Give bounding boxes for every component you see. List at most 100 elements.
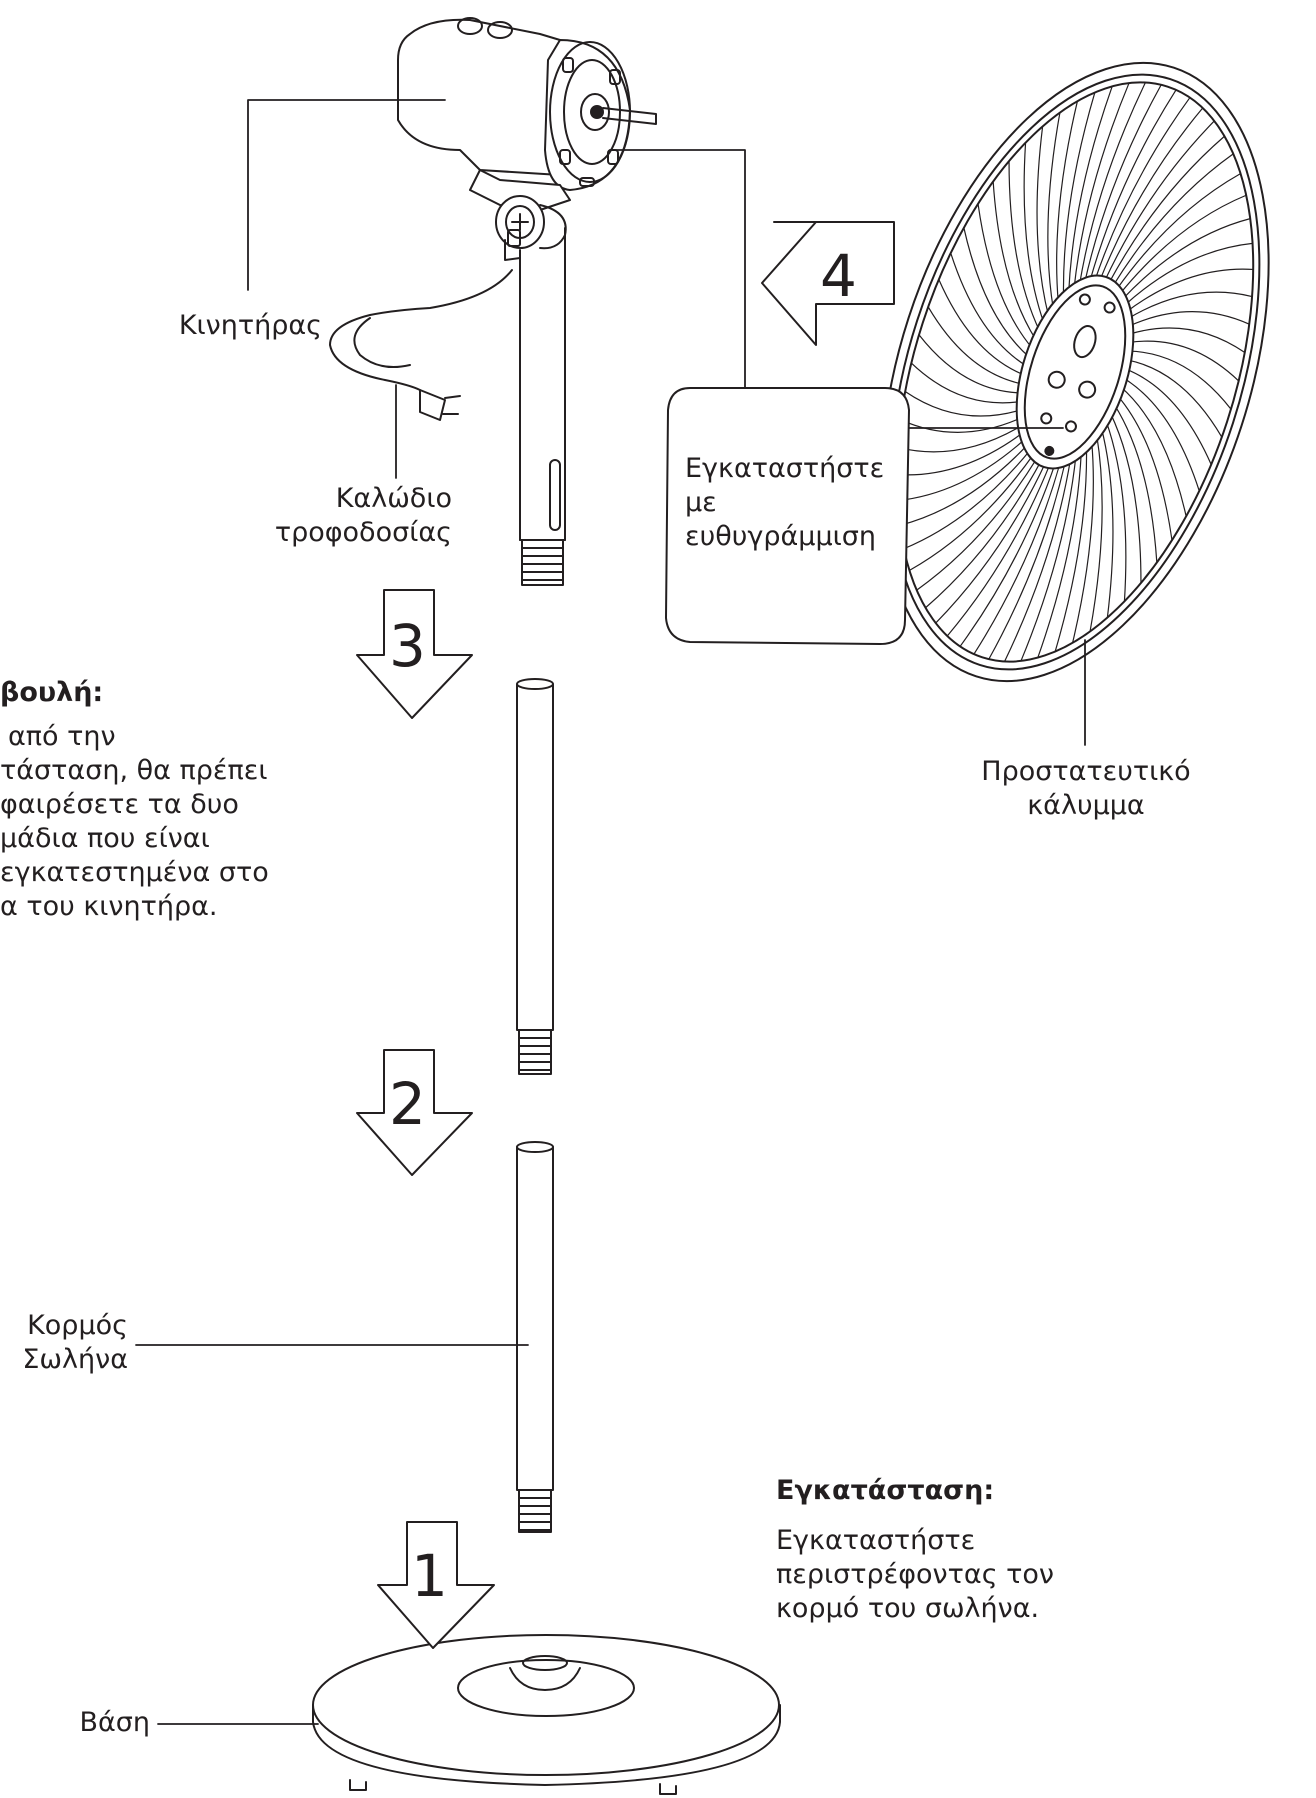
align-callout-box [665,387,910,645]
guard-spoke [1126,268,1254,313]
protective-cover-line-1: Προστατευτικό [981,756,1191,787]
guard-spoke [1008,160,1041,333]
guard-spoke [903,449,1031,550]
guard-spoke [1023,141,1045,325]
guard-spoke [916,457,1038,591]
step-3-number: 3 [389,612,426,680]
guard-spoke [1121,218,1251,300]
guard-spoke [959,462,1056,648]
guard-spoke [897,424,1023,453]
power-cable-line-2: τροφοδοσίας [274,517,452,548]
guard-spoke [927,306,1024,385]
motor-head [397,17,657,250]
install-align-label: Εγκαταστήστε με ευθυγράμμιση [685,452,884,554]
lower-tube [516,1141,554,1533]
guard-spoke [1119,194,1247,295]
trunk-tube-label: Κορμός Σωλήνα [0,1309,128,1377]
guard-spoke [1037,450,1082,659]
guard-spoke [1113,403,1158,564]
installation-line-3: κορμό του σωλήνα. [776,1593,1040,1624]
guard-spoke [1084,84,1162,284]
fan-guard [880,61,1270,683]
trunk-tube-line-2: Σωλήνα [22,1344,128,1375]
guard-spoke [1054,445,1088,653]
guard-spoke [924,459,1042,609]
install-align-line-3: ευθυγράμμιση [685,521,876,552]
guard-spoke [977,203,1034,349]
step-arrow-1 [377,1521,495,1649]
step-4-number: 4 [820,242,857,310]
guard-spoke [1094,96,1191,282]
tip-line-3: φαιρέσετε τα δυο [0,789,239,820]
guard-spoke [1122,377,1200,492]
guard-spoke [908,453,1035,571]
guard-spoke [900,417,1022,433]
guard-spoke [1103,120,1215,283]
guard-spoke [910,362,1022,404]
guard-spoke [946,462,1051,637]
step-2-number: 2 [389,1070,426,1138]
guard-spoke [1089,89,1177,282]
guard-spoke [1068,85,1113,294]
guard-spoke [1036,125,1050,317]
guard-spoke [950,252,1028,367]
tip-line-5: εγκατεστημένα στο [0,857,269,888]
guard-spoke [1128,340,1240,382]
guard-spoke [1124,368,1212,466]
guard-spoke [1115,173,1242,291]
install-align-line-2: με [685,487,717,518]
tip-line-1: από την [8,721,116,752]
guard-spoke [899,444,1029,526]
guard-spoke [1108,135,1226,285]
align-leader [609,149,746,389]
guard-spoke [1128,311,1250,327]
guard-spoke [904,390,1022,417]
base-plate [312,1634,781,1795]
guard-spoke [1120,386,1187,517]
guard-spoke [1047,111,1061,311]
guard-spoke [1099,107,1204,282]
guard-spoke [1071,440,1094,644]
power-cord [329,269,513,421]
guard-spoke [1089,433,1103,633]
guard-spoke [1062,91,1096,299]
guard-spokes [896,81,1254,663]
installation-heading: Εγκατάσταση: [776,1475,995,1506]
guard-spoke [1116,395,1173,541]
guard-spoke [1056,100,1079,304]
step-arrow-3 [356,589,473,719]
installation-line-2: περιστρέφοντας τον [776,1559,1054,1590]
power-cable-line-1: Καλώδιο [335,483,452,514]
step-1-number: 1 [411,1542,448,1610]
protective-cover-label: Προστατευτικό κάλυμμα [955,755,1217,823]
trunk-tube-line-1: Κορμός [27,1310,128,1341]
guard-spoke [896,438,1026,502]
guard-spoke [1128,327,1246,354]
step-arrow-2 [356,1049,473,1176]
guard-spoke [938,278,1026,376]
tip-heading: βουλή: [0,677,104,708]
guard-spoke [896,431,1024,476]
guard-spoke [1126,359,1223,438]
guard-spoke [1073,82,1130,290]
guard-spoke [1127,291,1253,320]
guard-spoke [1112,153,1234,287]
motor-leader [247,99,446,291]
guard-spoke [918,334,1023,394]
guard-spoke [1078,81,1146,286]
step-arrow-4 [761,221,895,346]
tip-line-2: τάσταση, θα πρέπει [0,755,268,786]
guard-spoke [1100,427,1114,619]
installation-block: Εγκατάσταση: Εγκαταστήστε περιστρέφοντας… [776,1474,1054,1626]
installation-line-1: Εγκαταστήστε [776,1525,976,1556]
guard-spoke [988,460,1066,660]
guard-spoke [1105,419,1127,603]
guard-spoke [1127,350,1232,410]
tip-line-6: α του κινητήρα. [0,891,218,922]
leader-lines [135,99,1086,1725]
guard-spoke [1109,411,1142,584]
guard-spoke [992,180,1037,341]
tip-line-4: μάδια που είναι [0,823,210,854]
guard-spoke [963,227,1030,358]
